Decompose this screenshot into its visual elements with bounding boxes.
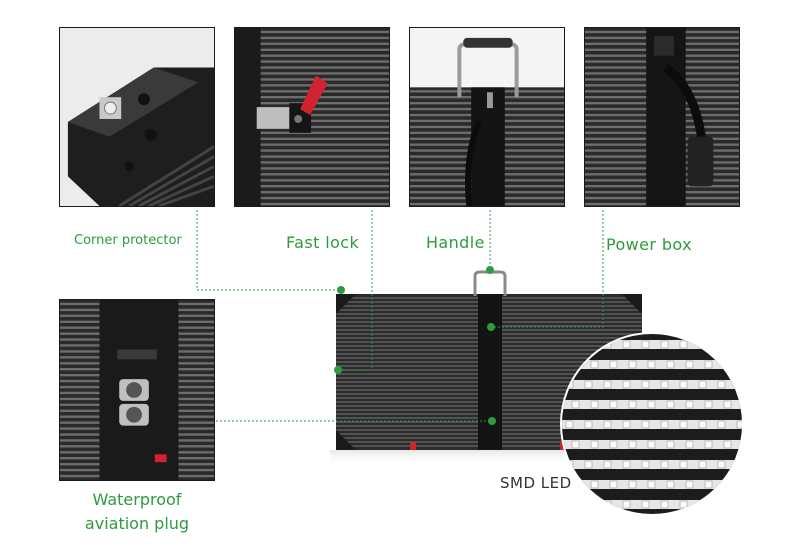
fast-lock-photo <box>234 27 390 207</box>
smd-led-magnifier <box>560 332 744 516</box>
corner-protector-photo <box>59 27 215 207</box>
fast-lock-label: Fast lock <box>286 233 360 252</box>
corner-protector-label: Corner protector <box>74 233 182 248</box>
power-box-label: Power box <box>606 235 692 254</box>
aviation-plug-label-line1: Waterproof <box>92 490 182 509</box>
handle-photo <box>409 27 565 207</box>
aviation-plug-label-line2: aviation plug <box>84 514 190 533</box>
handle-label: Handle <box>426 233 485 252</box>
aviation-plug-label: Waterproof aviation plug <box>62 488 212 536</box>
aviation-plug-photo <box>59 299 215 481</box>
power-box-photo <box>584 27 740 207</box>
smd-led-label: SMD LED <box>500 474 572 492</box>
